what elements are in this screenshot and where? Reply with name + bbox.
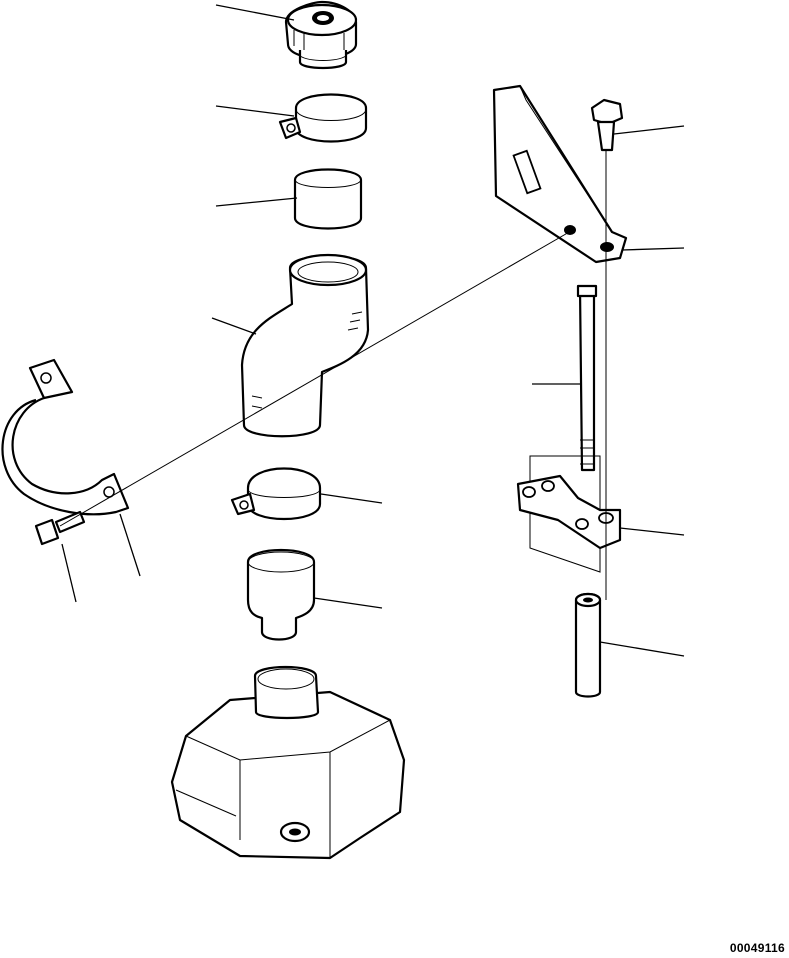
threaded-rod	[576, 284, 598, 472]
drawing-code: 00049116	[729, 941, 785, 955]
hose-clamp-upper	[278, 93, 368, 143]
hose-clamp-lower	[230, 467, 322, 520]
filler-cap	[284, 0, 358, 70]
hose-sleeve	[293, 168, 363, 230]
reducer-adapter	[246, 548, 316, 641]
assembly-lines	[59, 150, 607, 600]
mounting-band	[1, 358, 130, 516]
breather-cover	[170, 665, 406, 860]
band-bolt	[34, 510, 86, 546]
mounting-bracket	[492, 84, 628, 264]
leader-lines	[61, 4, 685, 657]
spacer-tube	[574, 592, 602, 698]
clamp-block	[516, 455, 622, 573]
bracket-bolt	[590, 98, 624, 152]
elbow-hose	[240, 253, 370, 438]
